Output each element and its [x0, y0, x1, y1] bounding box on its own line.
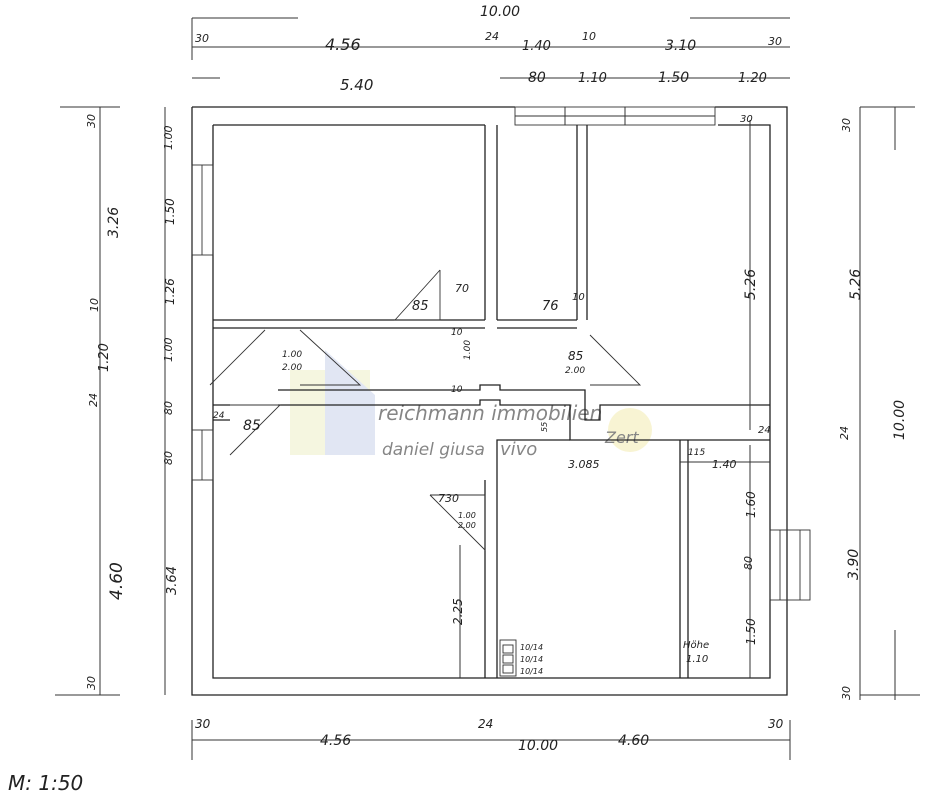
watermark-badge: Zert	[604, 428, 639, 447]
label-door-100c: 1.00	[458, 511, 476, 520]
label-chimney-2: 10/14	[520, 655, 543, 664]
label-hohe: Höhe	[683, 640, 709, 651]
label-bottom-1000: 10.00	[518, 738, 558, 754]
label-in-100b: 1.00	[162, 338, 175, 363]
label-left-460: 4.60	[107, 562, 127, 600]
label-top-24: 24	[485, 30, 499, 43]
label-door-76: 76	[542, 299, 559, 314]
label-bottom-456: 4.56	[320, 733, 351, 749]
label-in-126: 1.26	[163, 278, 177, 305]
label-chimney-1: 10/14	[520, 643, 543, 652]
right-dimension-labels: 30 5.26 24 10.00 3.90 30	[838, 118, 908, 700]
label-hohe-value: 1.10	[686, 654, 708, 665]
label-right-24: 24	[838, 426, 851, 440]
label-bottom-24: 24	[478, 717, 493, 731]
label-chimney-3: 10/14	[520, 667, 543, 676]
label-door-200b: 2.00	[282, 363, 302, 373]
label-bottom-30b: 30	[768, 717, 784, 731]
label-room-24: 24	[758, 425, 771, 436]
room-dimension-labels: 5.26 30 1.60 80 1.50 1.40 115 24 2.25 Hö…	[451, 114, 771, 676]
label-left-120: 1.20	[97, 343, 112, 372]
label-door-85b: 85	[568, 349, 583, 363]
label-top-left-offset: 30	[195, 32, 209, 45]
label-right-390: 3.90	[846, 549, 862, 580]
watermark-line3: vivo	[500, 439, 537, 460]
label-door-100: 1.00	[282, 350, 302, 360]
label-room-526: 5.26	[743, 269, 759, 300]
label-top-left-room: 4.56	[325, 35, 361, 54]
label-top-140: 1.40	[522, 39, 551, 54]
label-room-30: 30	[740, 114, 753, 125]
bottom-dimension-labels: 30 4.56 24 10.00 4.60 30	[195, 717, 784, 754]
door-swings	[209, 269, 642, 552]
label-door-55: 55	[540, 422, 549, 432]
label-in-80: 80	[162, 401, 175, 415]
label-top-120: 1.20	[738, 71, 767, 86]
label-door-10a: 10	[572, 292, 585, 303]
label-right-1000: 10.00	[892, 400, 908, 440]
watermark-house-shape	[325, 350, 375, 455]
label-room-150: 1.50	[744, 618, 758, 645]
label-door-24: 24	[213, 411, 225, 421]
label-top-310: 3.10	[665, 38, 696, 54]
label-right-30b: 30	[840, 686, 853, 700]
label-room-115: 115	[688, 448, 705, 458]
label-top-540: 5.40	[340, 76, 373, 94]
label-room-140: 1.40	[712, 458, 737, 471]
label-in-100: 1.00	[162, 126, 175, 151]
interior-walls	[213, 125, 770, 678]
top-dimension-labels: 10.00 30 4.56 24 1.40 10 3.10 30 5.40 80…	[195, 4, 782, 94]
label-left-24: 24	[87, 393, 100, 407]
label-bottom-30: 30	[195, 717, 211, 731]
label-door-10c: 10	[451, 328, 463, 338]
chimney	[499, 639, 517, 677]
label-top-total: 10.00	[480, 4, 520, 20]
door-labels: 85 70 76 10 85 2.00 1.00 2.00 1.00 85 24…	[213, 282, 600, 530]
label-door-70: 70	[455, 282, 469, 295]
left-dimension-labels: 30 3.26 10 1.20 24 4.60 30 1.00 1.50 1.2…	[85, 114, 180, 690]
scale-label: M: 1:50	[8, 771, 83, 795]
label-top-110: 1.10	[578, 71, 607, 86]
label-top-right-30: 30	[768, 35, 782, 48]
label-door-85c: 85	[243, 418, 261, 434]
label-room-160: 1.60	[744, 491, 758, 518]
label-top-150: 1.50	[658, 70, 689, 86]
label-left-326: 3.26	[106, 207, 122, 238]
label-door-200: 2.00	[565, 366, 585, 376]
label-room-225: 2.25	[451, 598, 465, 625]
label-door-100b: 1.00	[463, 340, 473, 360]
label-top-80: 80	[528, 70, 546, 86]
label-door-85a: 85	[412, 299, 429, 314]
outer-walls	[191, 106, 811, 696]
label-door-3085: 3.085	[568, 458, 600, 471]
label-room-80: 80	[742, 556, 755, 570]
watermark-line2: daniel giusa	[382, 440, 485, 460]
label-in-80b: 80	[162, 451, 175, 465]
dimension-lines	[55, 17, 920, 760]
label-in-364: 3.64	[165, 566, 180, 595]
watermark-badge-circle	[608, 408, 652, 452]
label-door-10b: 10	[451, 385, 463, 395]
label-right-526: 5.26	[848, 269, 864, 300]
label-right-30: 30	[840, 118, 853, 132]
label-left-10: 10	[88, 298, 101, 312]
label-door-730: 730	[438, 492, 459, 505]
label-bottom-460: 4.60	[618, 733, 649, 749]
label-top-10: 10	[582, 30, 596, 43]
label-door-200c: 2.00	[458, 521, 476, 530]
label-left-30: 30	[85, 114, 98, 128]
label-left-30b: 30	[85, 676, 98, 690]
label-in-150: 1.50	[163, 198, 177, 225]
